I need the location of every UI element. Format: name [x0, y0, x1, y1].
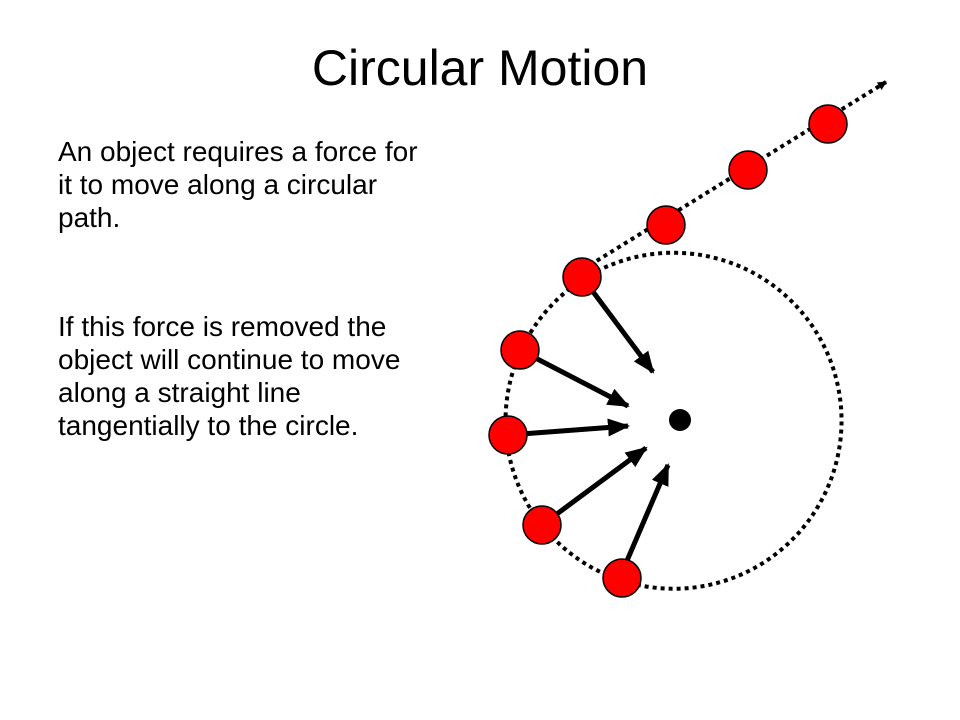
paragraph-force-required: An object requires a force for it to mov… [58, 136, 418, 233]
tangent-ball [646, 205, 686, 245]
force-arrow [617, 463, 671, 578]
object-ball [488, 415, 528, 455]
force-arrow [579, 275, 656, 374]
circle-center-point [669, 409, 691, 431]
object-ball [602, 558, 642, 598]
force-arrow [507, 418, 630, 438]
tangent-ball [728, 150, 768, 190]
circular-path [589, 250, 844, 591]
force-arrow [540, 445, 648, 528]
object-ball [500, 330, 540, 370]
force-arrow [518, 347, 630, 409]
object-ball [522, 505, 562, 545]
slide-title: Circular Motion [311, 40, 649, 96]
paragraph-force-removed: If this force is removed the object will… [58, 311, 401, 441]
object-ball [562, 257, 602, 297]
tangent-ball [808, 104, 848, 144]
